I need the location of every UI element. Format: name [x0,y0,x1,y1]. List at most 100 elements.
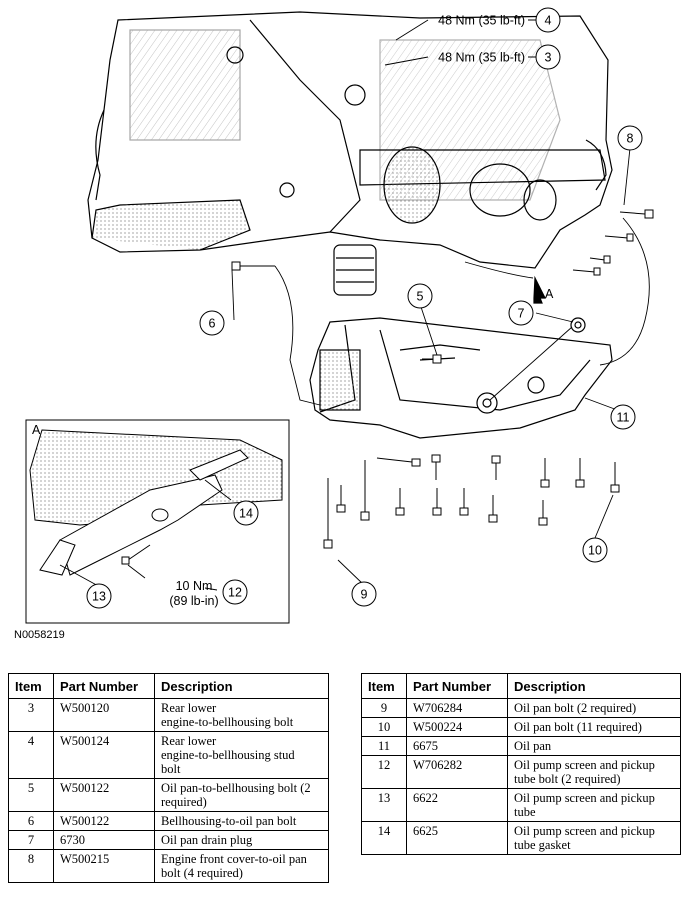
leader-lines [231,19,650,586]
col-header-part-number: Part Number [406,673,508,699]
engine-block-drawing [87,11,613,304]
callout-9: 9 [351,581,377,607]
part-description: Oil pan bolt (2 required) [507,698,681,718]
part-number: 6625 [406,821,508,855]
svg-text:14: 14 [239,507,253,521]
exploded-view-illustration: 4 48 Nm (35 lb-ft) 3 48 Nm (35 lb-ft) 8 … [25,7,654,624]
part-number: W500124 [53,731,155,779]
item-number: 5 [8,778,54,812]
callout-11: 11 [610,404,636,430]
part-number: 6622 [406,788,508,822]
torque-label-12-nm: 10 Nm [176,579,213,593]
description-line: Oil pan bolt (2 required) [514,701,637,715]
torque-label-3: 48 Nm (35 lb-ft) [438,51,525,65]
svg-text:7: 7 [518,307,525,321]
callout-14: 14 [233,500,259,526]
item-number: 13 [361,788,407,822]
description-line: Oil pan [514,739,552,753]
callout-8: 8 [617,125,643,151]
callout-6: 6 [199,310,225,336]
item-number: 8 [8,849,54,883]
svg-text:10: 10 [588,544,602,558]
part-number: 6675 [406,736,508,756]
inset-label: A [32,423,41,437]
col-header-description: Description [154,673,329,699]
callout-5: 5 [407,283,433,309]
callout-13: 13 [86,583,112,609]
svg-text:13: 13 [92,590,106,604]
item-number: 11 [361,736,407,756]
item-number: 14 [361,821,407,855]
description-line: Rear lower [161,734,217,748]
description-line: tube [514,805,536,819]
oil-filter-drawing [333,244,377,296]
part-description: Oil pan [507,736,681,756]
description-line: engine-to-bellhousing bolt [161,715,294,729]
item-number: 3 [8,698,54,732]
item-number: 4 [8,731,54,779]
drain-plug-drawing [570,317,586,333]
callout-7: 7 [508,300,534,326]
description-line: Rear lower [161,701,217,715]
oil-pan-drawing [309,317,613,439]
svg-text:9: 9 [361,588,368,602]
part-number: W500122 [53,811,155,831]
description-line: Oil pan bolt (11 required) [514,720,642,734]
description-line: bolt (4 required) [161,866,243,880]
description-line: Bellhousing-to-oil pan bolt [161,814,297,828]
item-number: 7 [8,830,54,850]
part-description: Oil pan drain plug [154,830,329,850]
description-line: Oil pump screen and pickup [514,824,655,838]
torque-label-12-lbin: (89 lb-in) [169,594,218,608]
figure-id: N0058219 [14,629,65,641]
part-number: W500122 [53,778,155,812]
col-header-part-number: Part Number [53,673,155,699]
svg-text:3: 3 [545,51,552,65]
part-description: Oil pan bolt (11 required) [507,717,681,737]
callout-12: 12 10 Nm (89 lb-in) [169,579,248,608]
part-number: W706284 [406,698,508,718]
description-line: Engine front cover-to-oil pan [161,852,307,866]
item-number: 10 [361,717,407,737]
svg-text:6: 6 [209,317,216,331]
part-number: W500224 [406,717,508,737]
svg-text:12: 12 [228,586,242,600]
description-line: engine-to-bellhousing stud [161,748,295,762]
item-number: 6 [8,811,54,831]
bolts-drawing [231,209,654,549]
part-description: Bellhousing-to-oil pan bolt [154,811,329,831]
col-header-item: Item [8,673,54,699]
description-line: bolt [161,762,181,776]
callout-3: 3 48 Nm (35 lb-ft) [438,44,561,70]
description-line: Oil pan drain plug [161,833,253,847]
callout-10: 10 [582,537,608,563]
description-line: tube gasket [514,838,571,852]
description-line: Oil pump screen and pickup [514,758,655,772]
view-arrow-label: A [545,287,554,301]
col-header-item: Item [361,673,407,699]
description-line: required) [161,795,207,809]
callout-4: 4 48 Nm (35 lb-ft) [438,7,561,33]
col-header-description: Description [507,673,681,699]
